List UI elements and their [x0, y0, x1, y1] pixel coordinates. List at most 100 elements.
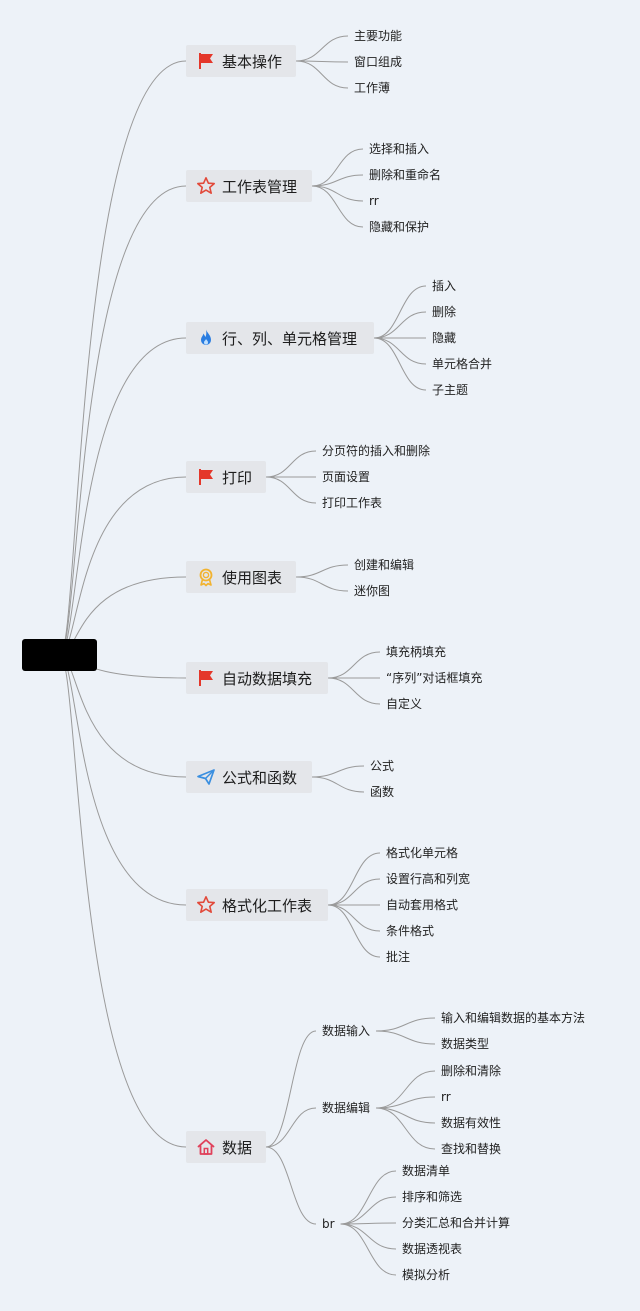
branch-label: 行、列、单元格管理 — [222, 329, 358, 348]
root-node[interactable] — [22, 639, 97, 671]
root-link — [59, 185, 187, 656]
leaf-node[interactable]: 批注 — [386, 950, 411, 964]
leaf-node[interactable]: 查找和替换 — [441, 1142, 502, 1156]
branch-label: 数据 — [222, 1138, 253, 1157]
flag-icon — [196, 51, 216, 71]
leaf-link — [373, 337, 427, 365]
root-link — [59, 654, 187, 778]
leaf-node[interactable]: 删除和重命名 — [369, 168, 442, 182]
star-icon — [196, 176, 216, 196]
leaf-link — [376, 1017, 436, 1032]
leaf-node[interactable]: 删除 — [432, 305, 457, 319]
branch-label: 打印 — [222, 468, 253, 487]
flag-icon — [196, 467, 216, 487]
root-link — [59, 476, 187, 656]
branch-node[interactable]: 打印 — [186, 461, 266, 493]
leaf-link — [376, 1030, 436, 1045]
leaf-link — [295, 60, 349, 89]
leaf-node[interactable]: 数据类型 — [441, 1037, 490, 1051]
leaf-node[interactable]: 自动套用格式 — [386, 898, 459, 912]
leaf-link — [327, 904, 381, 932]
leaf-link — [376, 1107, 436, 1124]
subtopic-node[interactable]: 数据编辑 — [322, 1101, 371, 1115]
leaf-link — [295, 576, 349, 592]
leaf-link — [327, 852, 381, 906]
leaf-link — [311, 174, 364, 187]
leaf-node[interactable]: 数据透视表 — [402, 1242, 463, 1256]
leaf-node[interactable]: 自定义 — [386, 697, 423, 711]
leaf-link — [340, 1170, 397, 1225]
leaf-node[interactable]: 条件格式 — [386, 924, 435, 938]
leaf-link — [373, 311, 427, 339]
leaf-node[interactable]: 输入和编辑数据的基本方法 — [441, 1011, 586, 1025]
leaf-node[interactable]: 填充柄填充 — [386, 645, 447, 659]
branch-node[interactable]: 公式和函数 — [186, 761, 312, 793]
branch-node[interactable]: 工作表管理 — [186, 170, 312, 202]
leaf-link — [311, 776, 365, 793]
branch-node[interactable]: 自动数据填充 — [186, 662, 328, 694]
leaf-node[interactable]: 设置行高和列宽 — [386, 872, 471, 886]
leaf-link — [265, 450, 317, 478]
leaf-link — [265, 476, 317, 504]
leaf-link — [311, 185, 364, 228]
leaf-node[interactable]: 公式 — [370, 759, 395, 773]
leaf-node[interactable]: 模拟分析 — [402, 1268, 451, 1282]
leaf-link — [311, 148, 364, 187]
branch-node[interactable]: 使用图表 — [186, 561, 296, 593]
leaf-node[interactable]: 创建和编辑 — [354, 558, 415, 572]
leaf-node[interactable]: 格式化单元格 — [386, 846, 459, 860]
leaf-node[interactable]: 删除和清除 — [441, 1064, 502, 1078]
subtopic-node[interactable]: 数据输入 — [322, 1024, 371, 1038]
send-icon — [196, 767, 216, 787]
leaf-node[interactable]: rr — [441, 1090, 451, 1104]
leaf-node[interactable]: rr — [369, 194, 379, 208]
leaf-node[interactable]: 窗口组成 — [354, 55, 403, 69]
leaf-node[interactable]: 排序和筛选 — [402, 1190, 463, 1204]
leaf-node[interactable]: “序列”对话框填充 — [386, 671, 483, 685]
branch-node[interactable]: 数据 — [186, 1131, 266, 1163]
branch-node[interactable]: 基本操作 — [186, 45, 296, 77]
leaf-link — [373, 285, 427, 339]
subtopic-link — [265, 1146, 317, 1225]
leaf-node[interactable]: 页面设置 — [322, 470, 371, 484]
leaf-link — [327, 677, 381, 705]
leaf-node[interactable]: 分页符的插入和删除 — [322, 444, 431, 458]
branch-label: 基本操作 — [222, 52, 283, 71]
medal-icon — [196, 567, 216, 587]
leaf-link — [295, 35, 349, 62]
branch-node[interactable]: 格式化工作表 — [186, 889, 328, 921]
leaf-link — [340, 1196, 397, 1225]
leaf-node[interactable]: 分类汇总和合并计算 — [402, 1216, 511, 1230]
leaf-node[interactable]: 数据清单 — [402, 1164, 451, 1178]
leaf-node[interactable]: 隐藏和保护 — [369, 220, 430, 234]
leaf-link — [373, 337, 427, 391]
branch-node[interactable]: 行、列、单元格管理 — [186, 322, 374, 354]
leaf-link — [311, 765, 365, 778]
leaf-node[interactable]: 迷你图 — [354, 584, 391, 598]
leaf-node[interactable]: 主要功能 — [354, 29, 403, 43]
subtopic-node[interactable]: br — [322, 1217, 335, 1231]
leaf-node[interactable]: 选择和插入 — [369, 142, 430, 156]
leaf-link — [340, 1223, 397, 1250]
leaf-node[interactable]: 打印工作表 — [322, 496, 383, 510]
leaf-link — [327, 878, 381, 906]
leaf-node[interactable]: 插入 — [432, 279, 457, 293]
leaf-node[interactable]: 单元格合并 — [432, 357, 493, 371]
leaf-link — [376, 1096, 436, 1109]
subtopic-link — [265, 1030, 317, 1148]
leaf-link — [327, 904, 381, 958]
flame-icon — [196, 328, 216, 348]
leaf-node[interactable]: 工作薄 — [354, 81, 391, 95]
leaf-node[interactable]: 隐藏 — [432, 331, 457, 345]
subtopic-link — [265, 1107, 317, 1148]
leaf-link — [295, 564, 349, 578]
leaf-node[interactable]: 数据有效性 — [441, 1116, 502, 1130]
leaf-link — [340, 1223, 397, 1276]
root-link — [59, 60, 187, 656]
star-icon — [196, 895, 216, 915]
leaf-link — [311, 185, 364, 202]
leaf-node[interactable]: 子主题 — [432, 383, 469, 397]
leaf-node[interactable]: 函数 — [370, 785, 395, 799]
